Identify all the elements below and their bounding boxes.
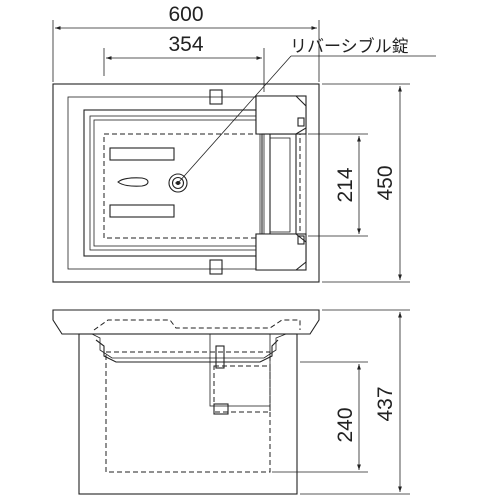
dim-inner-width: 354 <box>103 33 265 92</box>
dim-label-600: 600 <box>168 3 203 26</box>
handle-recess <box>117 177 149 187</box>
vent-slot-bottom <box>109 204 175 218</box>
hinge-assembly <box>209 89 307 275</box>
lock-label: リバーシブル錠 <box>290 36 409 57</box>
dim-label-214: 214 <box>334 167 357 202</box>
dim-section-depth: 437 <box>300 309 410 495</box>
dim-label-450: 450 <box>374 165 397 200</box>
top-plate <box>52 309 320 335</box>
inner-box-outline <box>103 133 301 239</box>
dim-label-240: 240 <box>334 407 357 442</box>
lock-callout: リバーシブル錠 <box>176 36 436 185</box>
box-body <box>78 333 298 495</box>
vent-slot-top <box>109 147 175 161</box>
dim-overall-height: 450 <box>322 83 410 283</box>
dim-overall-width: 600 <box>52 3 320 82</box>
outer-frame <box>52 83 320 283</box>
inner-frame <box>67 96 307 270</box>
dim-inner-height: 214 <box>308 133 368 237</box>
lock-cylinder <box>168 173 188 193</box>
section-view <box>52 309 320 495</box>
top-view <box>52 83 320 283</box>
dim-label-354: 354 <box>168 33 203 56</box>
dim-label-437: 437 <box>374 386 397 421</box>
box-inner-outline <box>105 351 271 473</box>
dim-section-inner-depth: 240 <box>272 361 368 473</box>
